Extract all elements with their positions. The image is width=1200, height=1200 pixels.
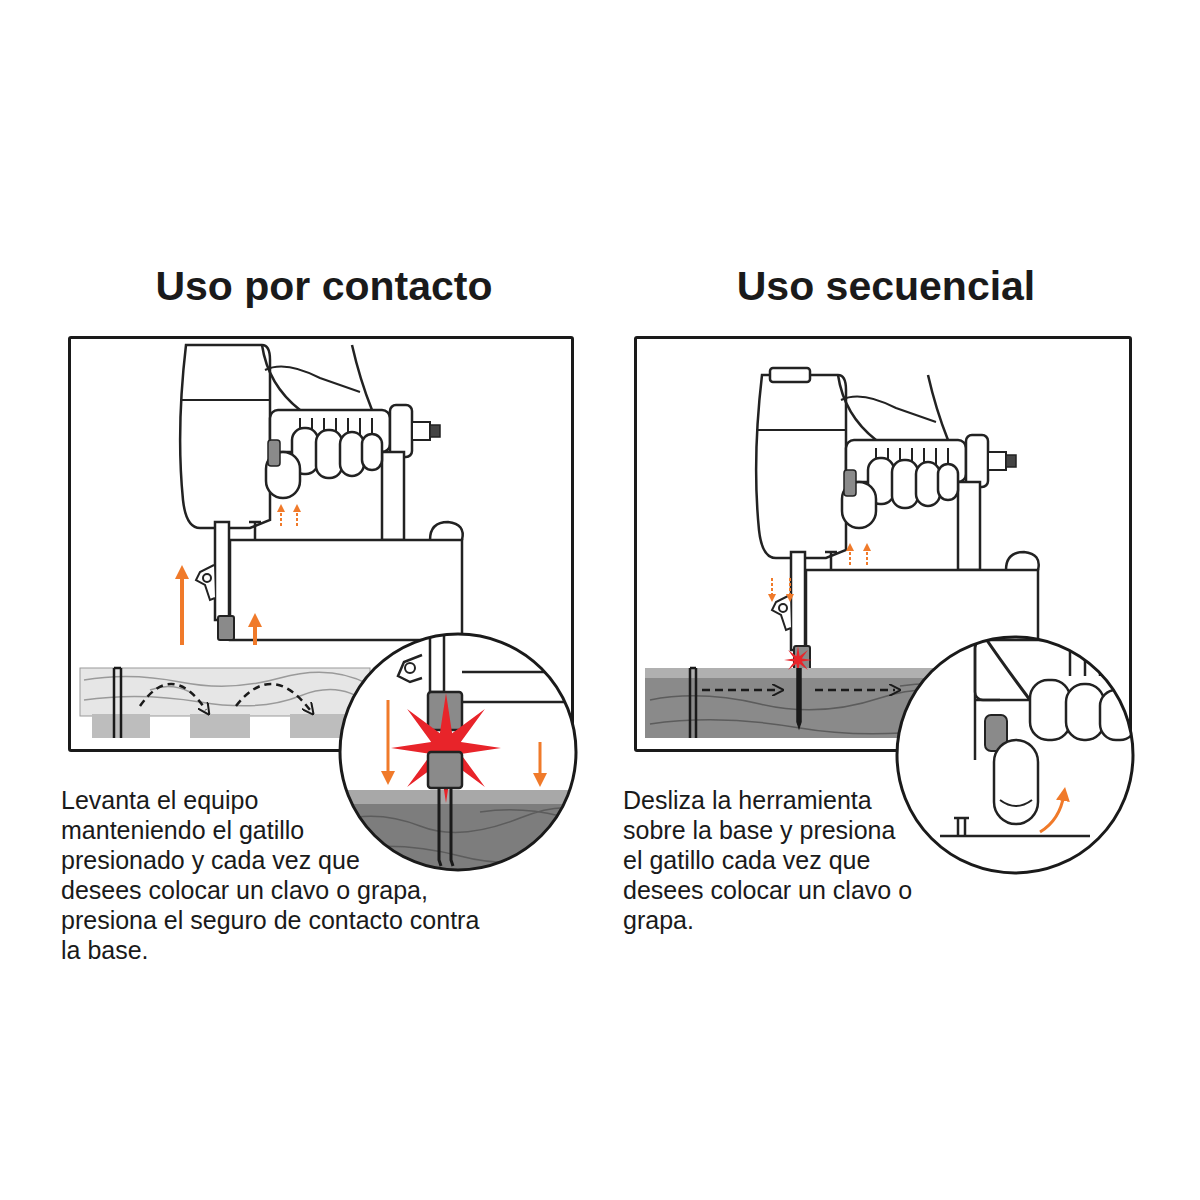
inset-wrap-space — [893, 785, 1053, 935]
contact-use-art-part — [114, 668, 121, 738]
panel-heading: Uso secuencial — [637, 261, 1135, 311]
sequential-use-art-part — [645, 668, 1000, 738]
sequential-use-inset-part — [897, 637, 1133, 873]
contact-use-art-part — [236, 684, 310, 710]
contact-use-inset-part-part — [330, 790, 600, 890]
contact-use-art — [80, 345, 463, 738]
sequential-use-inset-part — [897, 637, 1133, 873]
contact-use-art-part — [140, 684, 206, 710]
sequential-use-art-part — [815, 689, 895, 692]
panel-box: Uso secuencialDesliza la herramienta sob… — [634, 336, 1132, 752]
contact-use-inset-part-part — [428, 752, 462, 788]
sequential-use-art-part — [756, 375, 1039, 670]
contact-use-inset-part-part — [405, 663, 415, 673]
sequential-use-inset-part-part — [975, 640, 1000, 760]
sequential-use-art-part — [784, 646, 812, 674]
contact-use-art-part — [180, 572, 184, 645]
sequential-use-inset-part-part — [1030, 680, 1070, 740]
sequential-use-art-part — [797, 668, 801, 728]
contact-use-art-part — [296, 508, 298, 526]
contact-use-inset-part-part — [462, 672, 600, 702]
contact-use-inset-part — [340, 634, 576, 870]
panel-box: Uso por contactoLevanta el equipo manten… — [68, 336, 574, 752]
sequential-use-art-part — [702, 689, 778, 692]
sequential-use-art-part — [690, 668, 696, 738]
contact-use-art-part — [84, 672, 368, 706]
sequential-use-inset-part-part — [994, 740, 1038, 824]
sequential-use-inset-part-part — [1100, 690, 1136, 740]
sequential-use-inset-part-part — [1070, 650, 1115, 676]
contact-use-art-part — [280, 508, 282, 526]
sequential-use-inset-part-part — [1066, 684, 1104, 740]
sequential-use-inset-part-part — [985, 715, 1007, 751]
sequential-use-art — [645, 368, 1039, 738]
contact-use-inset-part — [330, 632, 600, 890]
contact-use-inset-part-part — [340, 808, 600, 863]
sequential-use-art-part — [849, 547, 851, 565]
sequential-use-art-part — [770, 368, 810, 382]
contact-use-inset-part-part — [539, 742, 542, 780]
contact-use-inset — [330, 632, 600, 890]
contact-use-art-part — [253, 620, 257, 645]
contact-use-art-part — [180, 345, 463, 640]
contact-use-art-part — [290, 714, 350, 738]
panel-heading: Uso por contacto — [71, 261, 577, 311]
contact-use-inset-part-part — [387, 700, 390, 778]
sequential-use-inset-part-part — [980, 630, 1030, 700]
contact-use-art-part — [190, 714, 250, 738]
sequential-use-inset-part-part — [1000, 800, 1032, 806]
sequential-use-inset-part — [940, 630, 1145, 836]
sequential-use-inset-part-part — [954, 818, 969, 836]
contact-use-art-part — [92, 714, 150, 738]
sequential-use-art-part — [650, 684, 1000, 734]
caption-text: Desliza la herramienta sobre la base y p… — [623, 786, 912, 934]
contact-use-inset-part-part — [428, 692, 462, 730]
sequential-use-art-part — [645, 668, 1000, 678]
caption-block: Levanta el equipo manteniendo el gatillo… — [61, 785, 501, 965]
sequential-use-art-part — [789, 578, 791, 598]
sequential-use-inset-part-part — [1040, 794, 1064, 832]
sequential-use-inset-part-part — [940, 835, 1090, 838]
sequential-use-art-part — [866, 547, 868, 565]
contact-use-inset-part-part — [330, 790, 600, 804]
sequential-use-inset — [897, 630, 1145, 873]
contact-use-inset-part-part — [398, 655, 422, 682]
sequential-use-art-part — [771, 578, 773, 598]
contact-use-inset-part-part — [430, 632, 444, 692]
contact-use-art-part — [80, 668, 370, 716]
caption-block: Desliza la herramienta sobre la base y p… — [623, 785, 1053, 935]
contact-use-inset-part — [340, 634, 576, 870]
caption-text: Levanta el equipo manteniendo el gatillo… — [61, 786, 479, 964]
contact-use-inset-part-part — [439, 788, 453, 866]
contact-use-inset-part-part — [391, 693, 501, 803]
sequential-use-inset-part-part — [975, 640, 1145, 700]
